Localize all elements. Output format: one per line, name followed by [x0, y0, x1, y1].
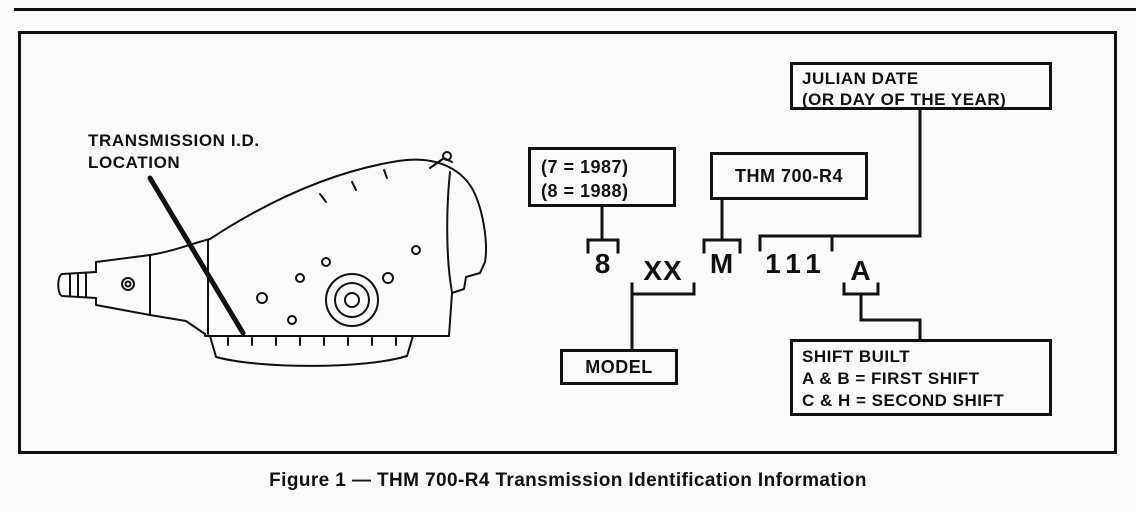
year-code-line1: (7 = 1987) [541, 157, 629, 177]
year-code-line2: (8 = 1988) [541, 181, 629, 202]
page-top-rule [14, 8, 1136, 11]
model-callout-box: MODEL [560, 349, 678, 385]
shift-built-line3: C & H = SECOND SHIFT [802, 391, 1005, 411]
transmission-type-label: THM 700-R4 [734, 165, 844, 186]
code-model-placeholder: XX [643, 255, 683, 286]
code-transmission-letter: M [709, 248, 735, 279]
code-year-digit: 8 [594, 248, 612, 279]
id-label-line2: LOCATION [88, 153, 181, 173]
transmission-type-callout-box: THM 700-R4 [710, 152, 868, 200]
transmission-id-location-label: TRANSMISSION I.D. LOCATION [88, 130, 260, 174]
shift-built-line1: SHIFT BUILT [802, 347, 911, 366]
julian-date-callout-box: JULIAN DATE (OR DAY OF THE YEAR) [790, 62, 1052, 110]
year-code-callout-box: (7 = 1987) (8 = 1988) [528, 147, 676, 207]
code-julian-date: 111 [765, 248, 827, 279]
shift-built-line2: A & B = FIRST SHIFT [802, 369, 980, 389]
julian-date-line2: (OR DAY OF THE YEAR) [802, 90, 1007, 110]
model-label: MODEL [585, 356, 653, 377]
figure-caption: Figure 1 — THM 700-R4 Transmission Ident… [269, 470, 867, 491]
shift-built-callout-box: SHIFT BUILT A & B = FIRST SHIFT C & H = … [790, 339, 1052, 416]
julian-date-line1: JULIAN DATE [802, 69, 919, 88]
id-label-line1: TRANSMISSION I.D. [88, 131, 260, 150]
code-shift-letter: A [850, 255, 872, 286]
figure-frame [18, 31, 1117, 454]
